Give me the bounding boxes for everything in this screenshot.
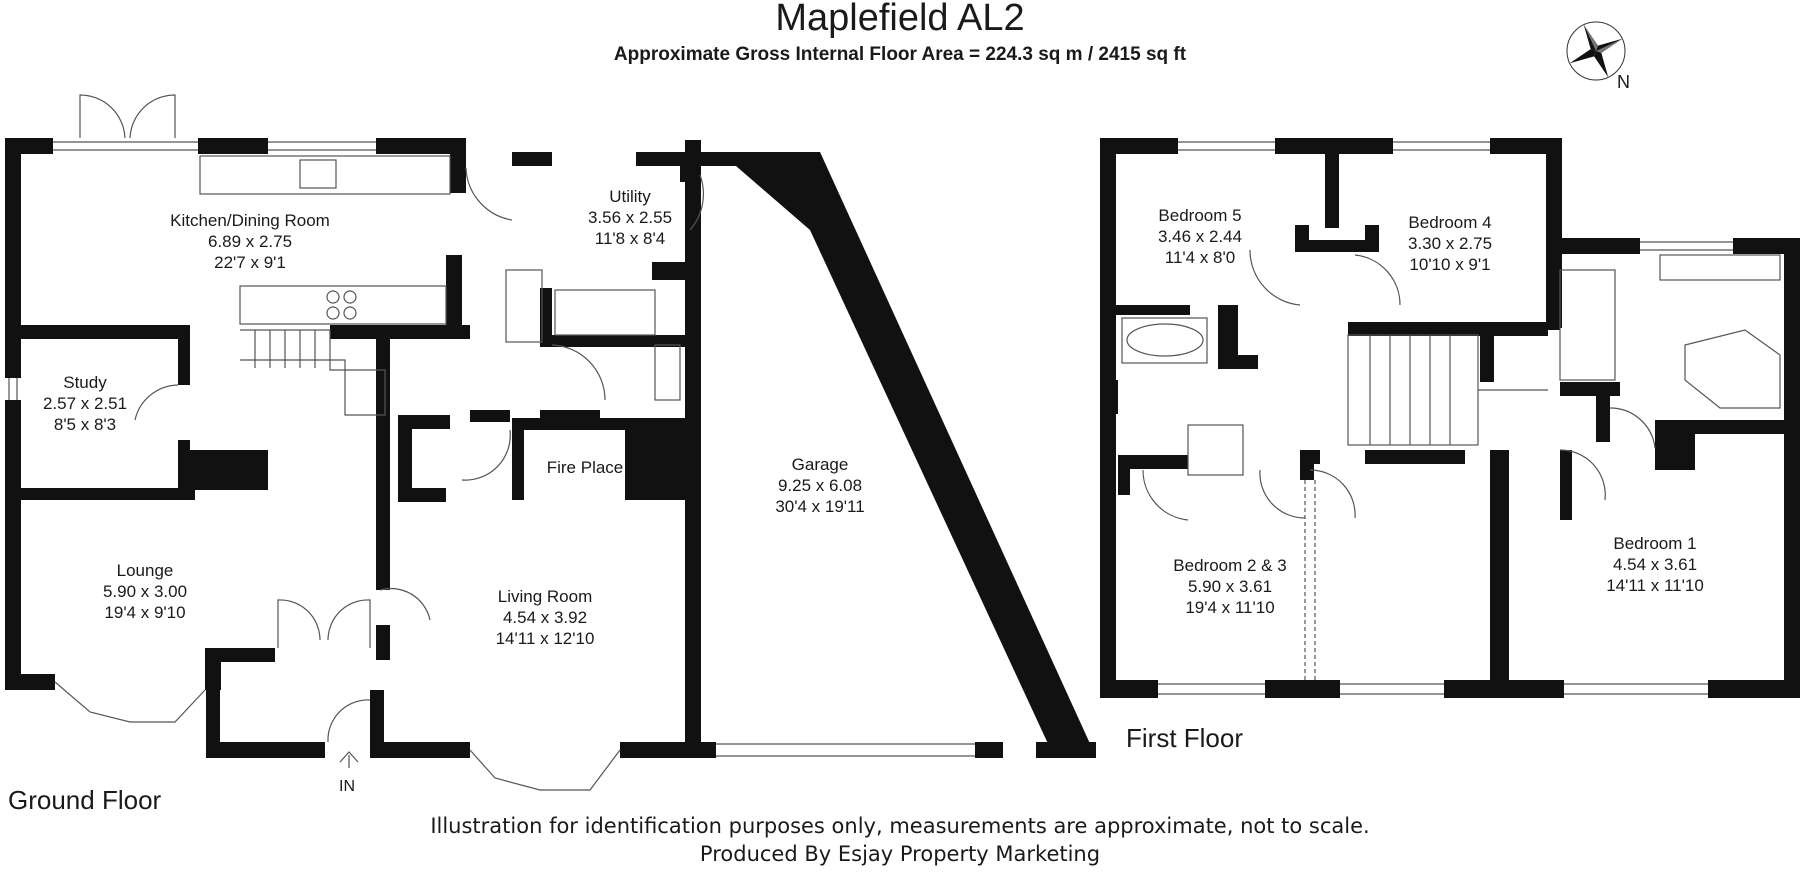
room-name: Bedroom 2 & 3 [1173,556,1287,575]
room-bedroom-4: Bedroom 4 3.30 x 2.75 10'10 x 9'1 [1380,212,1520,275]
room-size-metric: 3.56 x 2.55 [587,208,673,227]
room-name: Lounge [116,561,174,580]
room-size-imperial: 10'10 x 9'1 [1409,255,1491,274]
room-size-metric: 5.90 x 3.00 [102,582,188,601]
room-size-imperial: 8'5 x 8'3 [53,415,117,434]
room-size-metric: 4.54 x 3.61 [1612,555,1698,574]
room-bedroom-1: Bedroom 1 4.54 x 3.61 14'11 x 11'10 [1580,533,1730,596]
room-size-imperial: 22'7 x 9'1 [214,253,286,272]
room-size-imperial: 11'8 x 8'4 [594,229,666,248]
room-name: Utility [609,187,651,206]
room-lounge: Lounge 5.90 x 3.00 19'4 x 9'10 [80,560,210,623]
room-fireplace: Fire Place [530,457,640,478]
room-name: Bedroom 5 [1158,206,1242,225]
room-name: Bedroom 1 [1613,534,1697,553]
room-size-metric: 9.25 x 6.08 [777,476,863,495]
room-size-metric: 4.54 x 3.92 [502,608,588,627]
room-name: Bedroom 4 [1408,213,1492,232]
room-name: Kitchen/Dining Room [170,211,330,230]
room-utility: Utility 3.56 x 2.55 11'8 x 8'4 [560,186,700,249]
room-name: Fire Place [546,458,624,477]
room-garage: Garage 9.25 x 6.08 30'4 x 19'11 [750,454,890,517]
first-floor-walls [1100,138,1800,698]
first-floor-label: First Floor [1126,723,1243,753]
room-size-imperial: 19'4 x 11'10 [1185,598,1275,617]
compass-rose-icon [1566,21,1626,81]
room-name: Living Room [497,587,593,606]
ground-floor-walls [5,138,1096,758]
entrance-label: IN [339,778,355,795]
room-study: Study 2.57 x 2.51 8'5 x 8'3 [25,372,145,435]
room-size-metric: 3.30 x 2.75 [1407,234,1493,253]
plan-detail-lines [8,94,1781,791]
room-size-metric: 3.46 x 2.44 [1157,227,1243,246]
room-size-metric: 5.90 x 3.61 [1187,577,1273,596]
room-kitchen-dining: Kitchen/Dining Room 6.89 x 2.75 22'7 x 9… [140,210,360,273]
compass-north-label: N [1617,72,1630,92]
disclaimer-text: Illustration for identification purposes… [430,814,1370,838]
room-size-metric: 6.89 x 2.75 [207,232,293,251]
plan-title: Maplefield AL2 [775,0,1025,39]
room-name: Study [63,373,107,392]
room-size-imperial: 30'4 x 19'11 [775,497,865,516]
room-size-metric: 2.57 x 2.51 [42,394,128,413]
room-living: Living Room 4.54 x 3.92 14'11 x 12'10 [470,586,620,649]
ground-floor-label: Ground Floor [8,785,162,815]
room-bedroom-5: Bedroom 5 3.46 x 2.44 11'4 x 8'0 [1135,205,1265,268]
room-name: Garage [791,455,849,474]
room-size-imperial: 11'4 x 8'0 [1164,248,1236,267]
room-size-imperial: 19'4 x 9'10 [104,603,186,622]
floor-area-subtitle: Approximate Gross Internal Floor Area = … [613,44,1187,65]
room-size-imperial: 14'11 x 12'10 [495,629,595,648]
room-bedroom-2-3: Bedroom 2 & 3 5.90 x 3.61 19'4 x 11'10 [1140,555,1320,618]
credit-text: Produced By Esjay Property Marketing [699,842,1101,866]
room-size-imperial: 14'11 x 11'10 [1606,576,1704,595]
